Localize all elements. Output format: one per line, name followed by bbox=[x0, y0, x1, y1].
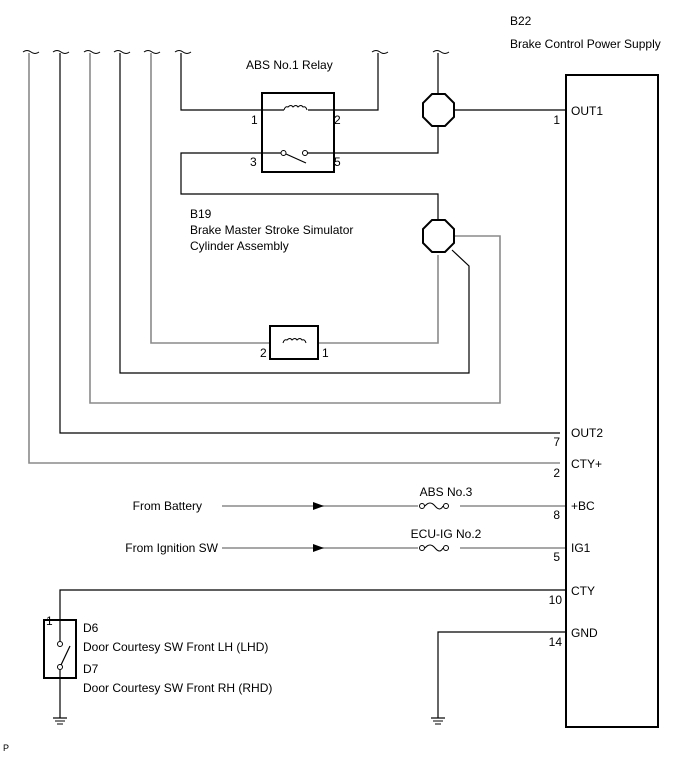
arrow-right-icon bbox=[313, 544, 324, 552]
ecu-pin-number: 2 bbox=[553, 466, 560, 480]
ecu-pin-name: OUT1 bbox=[571, 104, 603, 118]
door-switch-rh-connector: D7 bbox=[83, 662, 99, 676]
ignition-source-label: From Ignition SW bbox=[125, 541, 218, 555]
relay-pin-label: 1 bbox=[251, 113, 258, 127]
ecu-pin-number: 8 bbox=[553, 508, 560, 522]
footer-mark: P bbox=[3, 743, 9, 753]
arrow-right-icon bbox=[313, 502, 324, 510]
junction-connectors bbox=[422, 93, 455, 253]
junction-connector-top bbox=[422, 93, 455, 127]
relay-pin-label: 5 bbox=[334, 155, 341, 169]
ecu-pin-number: 1 bbox=[553, 113, 560, 127]
simulator-name-line1: Brake Master Stroke Simulator bbox=[190, 223, 353, 237]
ecu-pin-number: 10 bbox=[549, 593, 563, 607]
junction-connector-mid bbox=[422, 219, 455, 253]
ground-icon bbox=[431, 717, 445, 725]
wire-break-marks bbox=[22, 50, 450, 54]
wire-relay-pin5 bbox=[334, 127, 439, 154]
battery-source-label: From Battery bbox=[133, 499, 202, 513]
door-switch-pin-label: 1 bbox=[46, 614, 53, 628]
wire-sim-pin2 bbox=[150, 53, 270, 344]
coil-icon bbox=[283, 105, 308, 111]
ecu-pin-name: CTY+ bbox=[571, 457, 602, 471]
ecu-pin-name: IG1 bbox=[571, 541, 591, 555]
fuse-abs3-label: ABS No.3 bbox=[420, 485, 473, 499]
wire-sim-loop-inner bbox=[119, 53, 470, 374]
wire-relay-pin3 bbox=[180, 152, 439, 220]
wire-sim-pin1 bbox=[318, 255, 439, 344]
door-switch-rh-name: Door Courtesy SW Front RH (RHD) bbox=[83, 681, 272, 695]
ecu-pin-name: +BC bbox=[571, 499, 595, 513]
wire-relay-pin1 bbox=[180, 53, 262, 111]
door-courtesy-switch bbox=[43, 619, 77, 679]
ecu-connector-label: B22 bbox=[510, 14, 532, 28]
ecu-pin-name: CTY bbox=[571, 584, 595, 598]
wire-gnd bbox=[437, 631, 566, 718]
door-switch-lh-name: Door Courtesy SW Front LH (LHD) bbox=[83, 640, 268, 654]
wire-relay-pin2 bbox=[334, 53, 379, 111]
ecu-pin-number: 7 bbox=[553, 435, 560, 449]
simulator-pin-label: 2 bbox=[260, 346, 267, 360]
relay-name-label: ABS No.1 Relay bbox=[246, 58, 333, 72]
ecu-pin-number: 14 bbox=[549, 635, 563, 649]
ecu-box bbox=[565, 74, 659, 728]
relay-pin-label: 2 bbox=[334, 113, 341, 127]
wire-sim-loop-outer bbox=[89, 53, 501, 404]
door-switch-lh-connector: D6 bbox=[83, 621, 99, 635]
ecu-pin-number: 5 bbox=[553, 550, 560, 564]
fuse-ecuig2-label: ECU-IG No.2 bbox=[411, 527, 482, 541]
abs-relay bbox=[261, 92, 335, 173]
simulator-connector-label: B19 bbox=[190, 207, 212, 221]
wires bbox=[28, 53, 566, 718]
ground-icon bbox=[53, 717, 67, 725]
wire-cty-plus bbox=[28, 53, 560, 464]
wire-cty bbox=[59, 589, 566, 620]
fuse-icons bbox=[418, 500, 460, 554]
simulator-pin-label: 1 bbox=[322, 346, 329, 360]
simulator-name-line2: Cylinder Assembly bbox=[190, 239, 289, 253]
relay-pin-label: 3 bbox=[250, 155, 257, 169]
wire-out2 bbox=[59, 53, 560, 434]
ecu-pin-name: GND bbox=[571, 626, 598, 640]
simulator-solenoid bbox=[269, 325, 319, 360]
coil-icon bbox=[282, 338, 307, 344]
ecu-pin-name: OUT2 bbox=[571, 426, 603, 440]
ground-icons bbox=[53, 717, 445, 725]
arrow-icons bbox=[313, 502, 324, 552]
ecu-name-label: Brake Control Power Supply bbox=[510, 37, 661, 51]
